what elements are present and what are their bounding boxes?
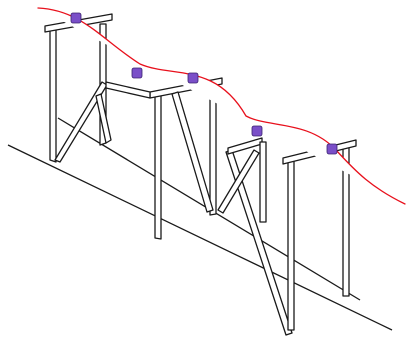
- cable-line: [37, 7, 406, 205]
- clamp-1: [70, 12, 82, 24]
- clamp-3: [187, 72, 199, 84]
- clamps: [70, 12, 338, 155]
- clamp-2: [131, 67, 143, 79]
- frame-4: [282, 139, 357, 331]
- frame-2: [105, 77, 223, 240]
- frame-3: [217, 137, 293, 336]
- clamp-5: [326, 143, 338, 155]
- clamp-4: [251, 125, 263, 137]
- ground-line: [7, 144, 393, 331]
